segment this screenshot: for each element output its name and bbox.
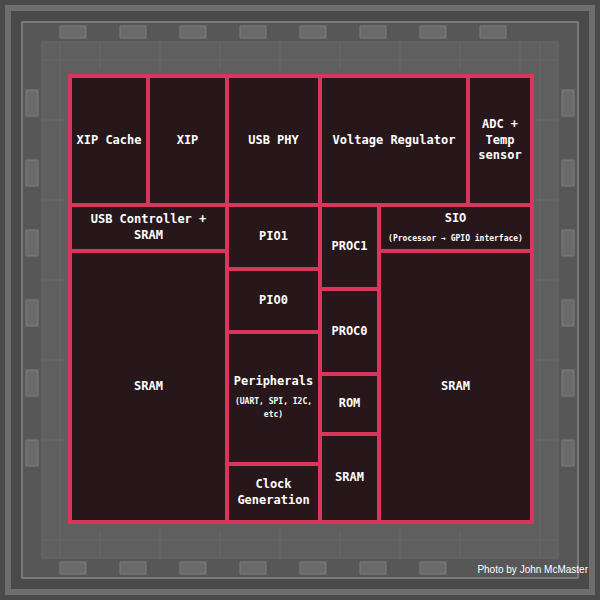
photo-credit: Photo by John McMaster <box>477 564 588 575</box>
die-region: Voltage Regulator <box>322 78 466 203</box>
region-label: ROM <box>339 396 361 412</box>
region-note: (Processor → GPIO interface) <box>388 232 523 246</box>
region-label: XIP <box>177 133 199 149</box>
region-label: USB PHY <box>248 133 299 149</box>
region-label: SRAM <box>441 379 470 395</box>
die-region: ROM <box>322 376 377 432</box>
die-region: SRAM <box>381 253 530 520</box>
die-region: PROC1 <box>322 207 377 287</box>
region-label: Peripherals <box>234 374 313 390</box>
die-region: Clock Generation <box>229 466 318 520</box>
region-label: PROC0 <box>331 324 367 340</box>
die-region: SRAM <box>72 253 225 520</box>
die-region: PIO1 <box>229 207 318 267</box>
die-region: PROC0 <box>322 291 377 372</box>
region-label: Voltage Regulator <box>333 133 456 149</box>
die-region: USB Controller + SRAM <box>72 207 225 249</box>
region-label: PROC1 <box>331 239 367 255</box>
region-label: XIP Cache <box>76 133 141 149</box>
die-region: SRAM <box>322 436 377 520</box>
region-label: Clock Generation <box>233 477 314 508</box>
region-label: SRAM <box>134 379 163 395</box>
region-label: SRAM <box>335 470 364 486</box>
region-label: SIO <box>445 211 467 227</box>
region-label: PIO1 <box>259 229 288 245</box>
die-region: SIO (Processor → GPIO interface) <box>381 207 530 249</box>
die-region: XIP Cache <box>72 78 146 203</box>
die-region: XIP <box>150 78 225 203</box>
die-region: Peripherals (UART, SPI, I2C, etc) <box>229 334 318 462</box>
die-region: USB PHY <box>229 78 318 203</box>
die-region: PIO0 <box>229 271 318 330</box>
region-label: PIO0 <box>259 293 288 309</box>
region-label: ADC + Temp sensor <box>474 117 526 164</box>
die-region: ADC + Temp sensor <box>470 78 530 203</box>
region-note: (UART, SPI, I2C, etc) <box>233 395 314 422</box>
region-label: USB Controller + SRAM <box>76 212 221 243</box>
